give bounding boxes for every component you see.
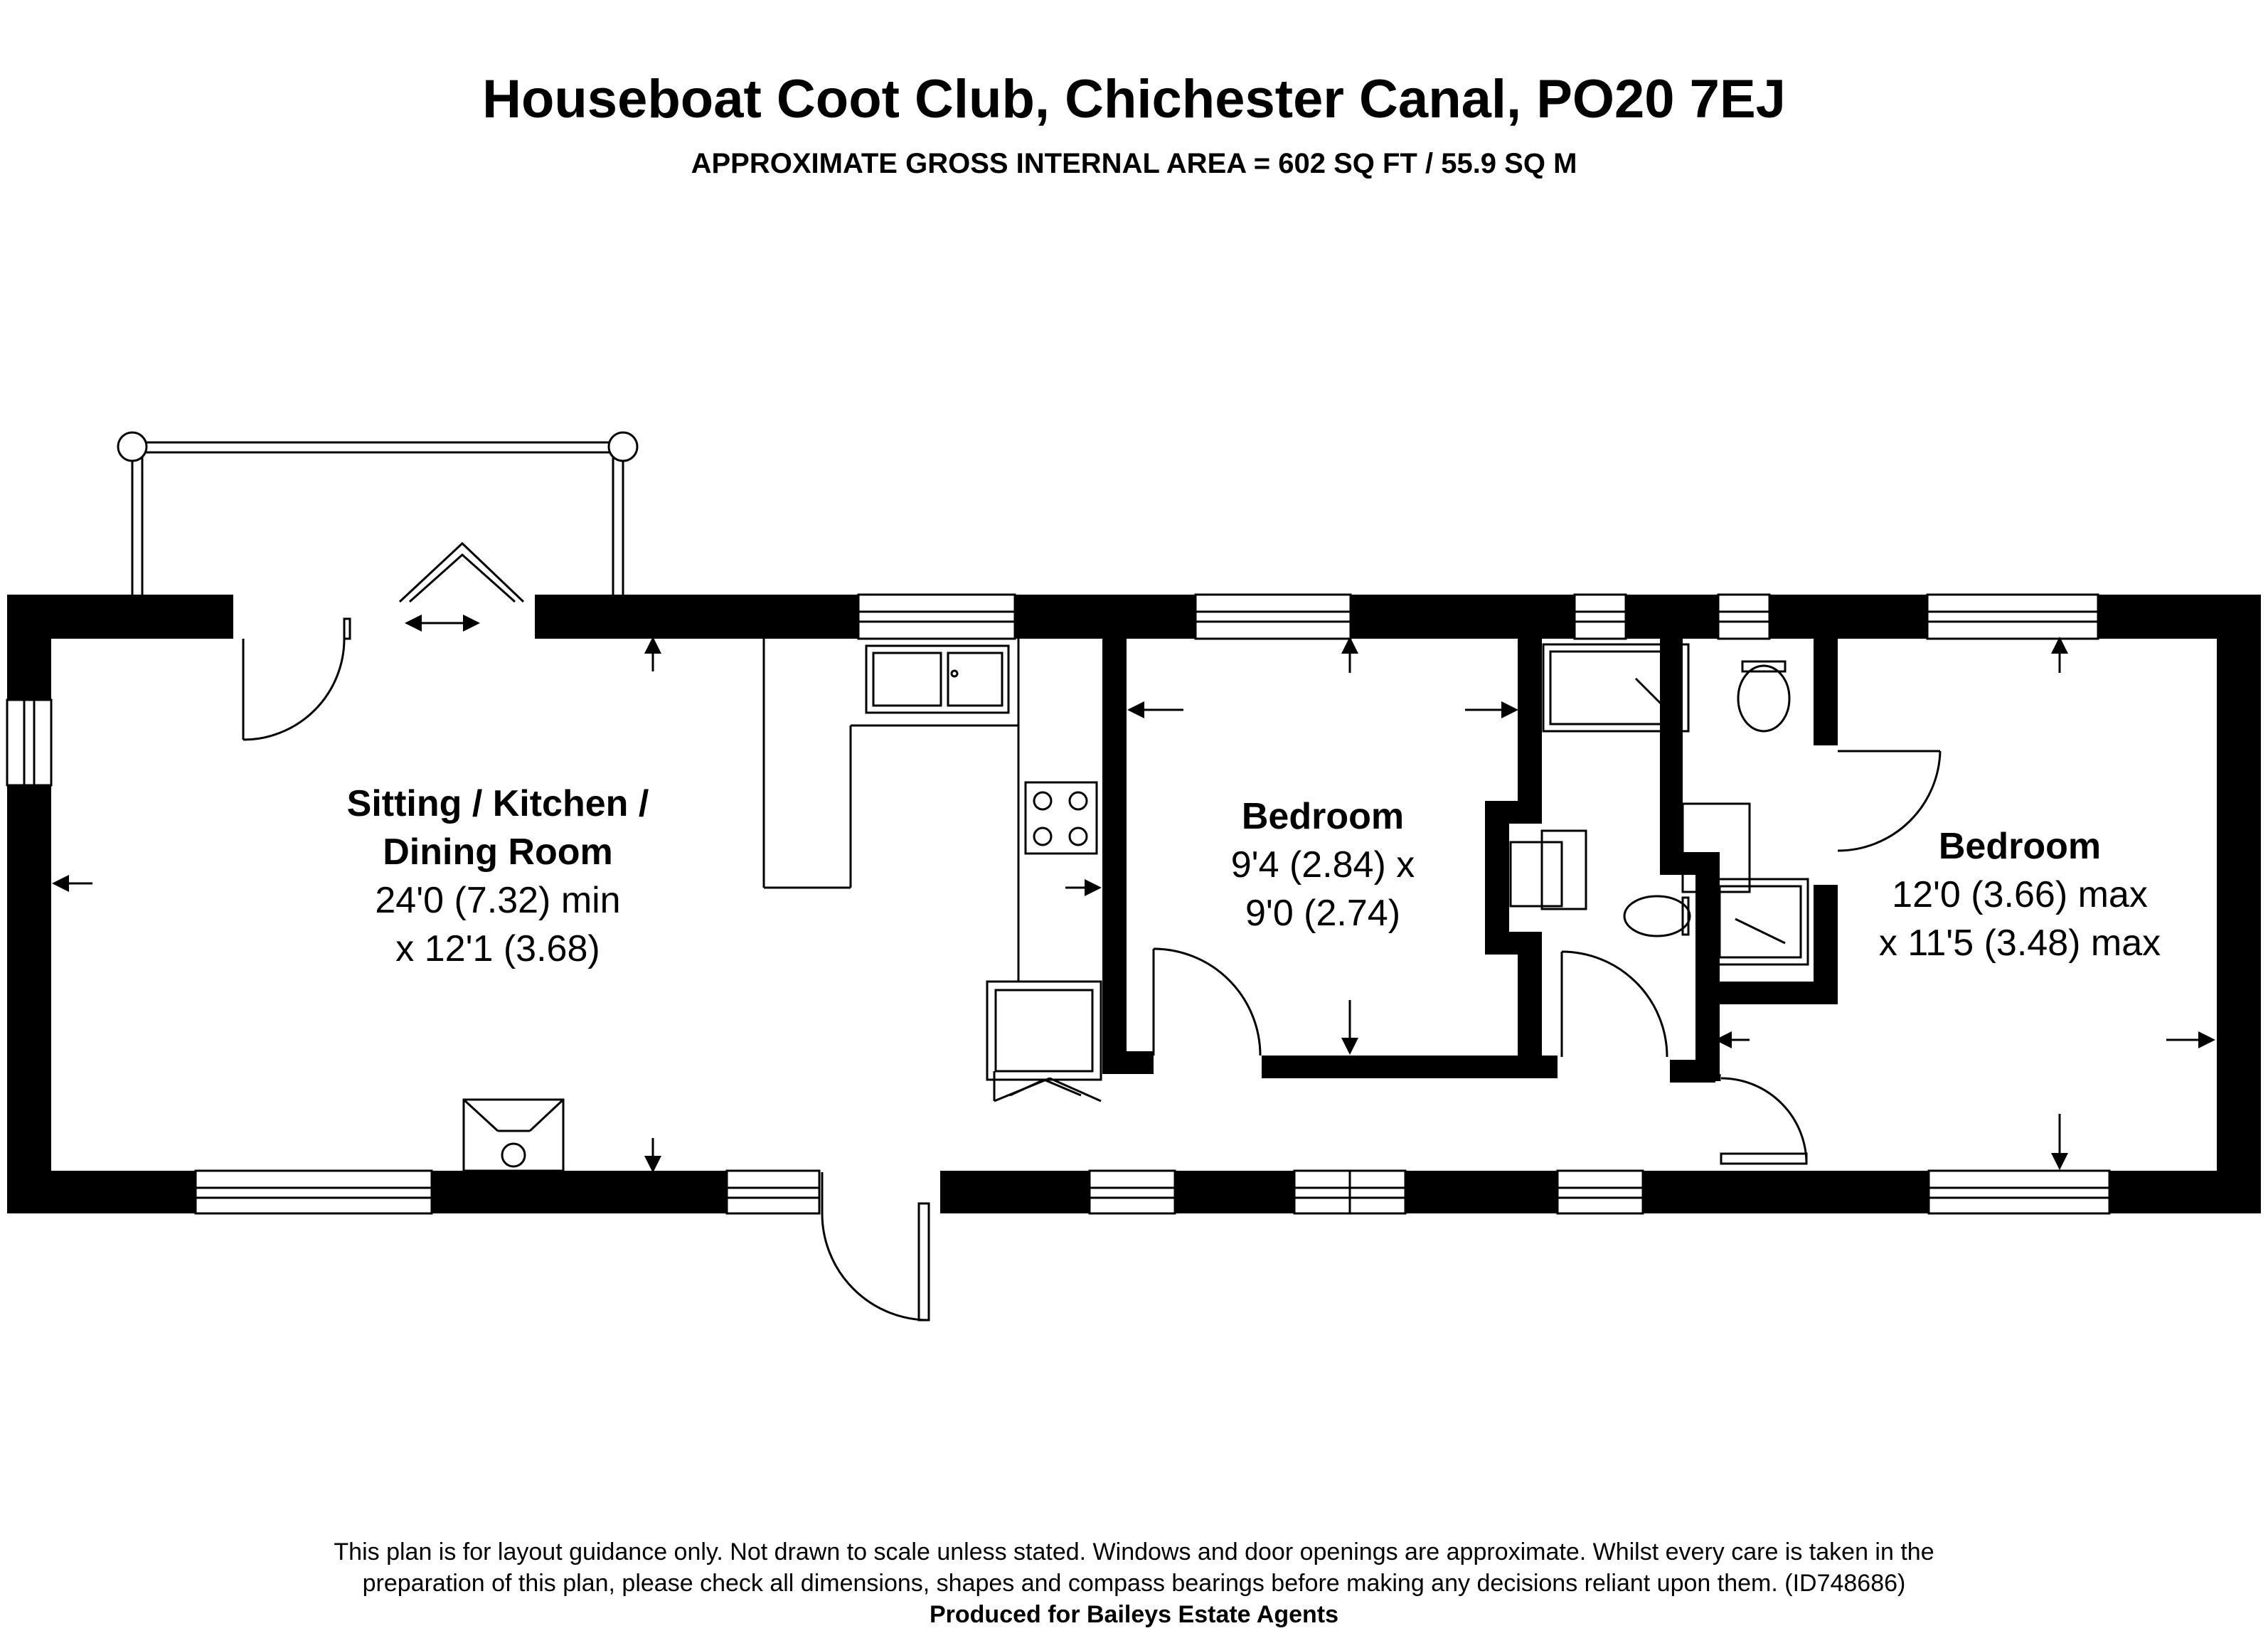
- room-name: Sitting / Kitchen /: [346, 783, 649, 824]
- room-dimensions: x 11'5 (3.48) max: [1878, 923, 2161, 964]
- room-name: Dining Room: [383, 831, 613, 873]
- fixtures: [462, 639, 1809, 1172]
- room-dimensions: 12'0 (3.66) max: [1892, 874, 2148, 915]
- produced-by: Produced for Baileys Estate Agents: [929, 1601, 1338, 1628]
- room-label-bedroom-2: Bedroom 12'0 (3.66) max x 11'5 (3.48) ma…: [1842, 822, 2198, 967]
- room-dimensions: 9'4 (2.84) x: [1230, 844, 1415, 886]
- windows: [6, 593, 2111, 1215]
- room-name: Bedroom: [1241, 796, 1405, 837]
- room-dimensions: 24'0 (7.32) min: [375, 880, 621, 921]
- doors: [242, 541, 1942, 1322]
- room-label-bedroom-1: Bedroom 9'4 (2.84) x 9'0 (2.74): [1173, 792, 1472, 937]
- room-dimensions: x 12'1 (3.68): [395, 928, 600, 969]
- room-dimensions: 9'0 (2.74): [1245, 893, 1401, 934]
- external-walls: [7, 595, 2261, 1213]
- room-name: Bedroom: [1938, 826, 2102, 867]
- disclaimer-line-2: preparation of this plan, please check a…: [362, 1570, 1906, 1597]
- disclaimer-line-1: This plan is for layout guidance only. N…: [334, 1538, 1934, 1565]
- plan-title: Houseboat Coot Club, Chichester Canal, P…: [482, 69, 1786, 129]
- disclaimer: This plan is for layout guidance only. N…: [0, 1536, 2268, 1630]
- room-label-sitting-kitchen-dining: Sitting / Kitchen / Dining Room 24'0 (7.…: [277, 780, 718, 973]
- deck-railing: [117, 431, 639, 595]
- dimension-arrows: [52, 615, 2215, 1173]
- gross-internal-area: APPROXIMATE GROSS INTERNAL AREA = 602 SQ…: [691, 148, 1577, 179]
